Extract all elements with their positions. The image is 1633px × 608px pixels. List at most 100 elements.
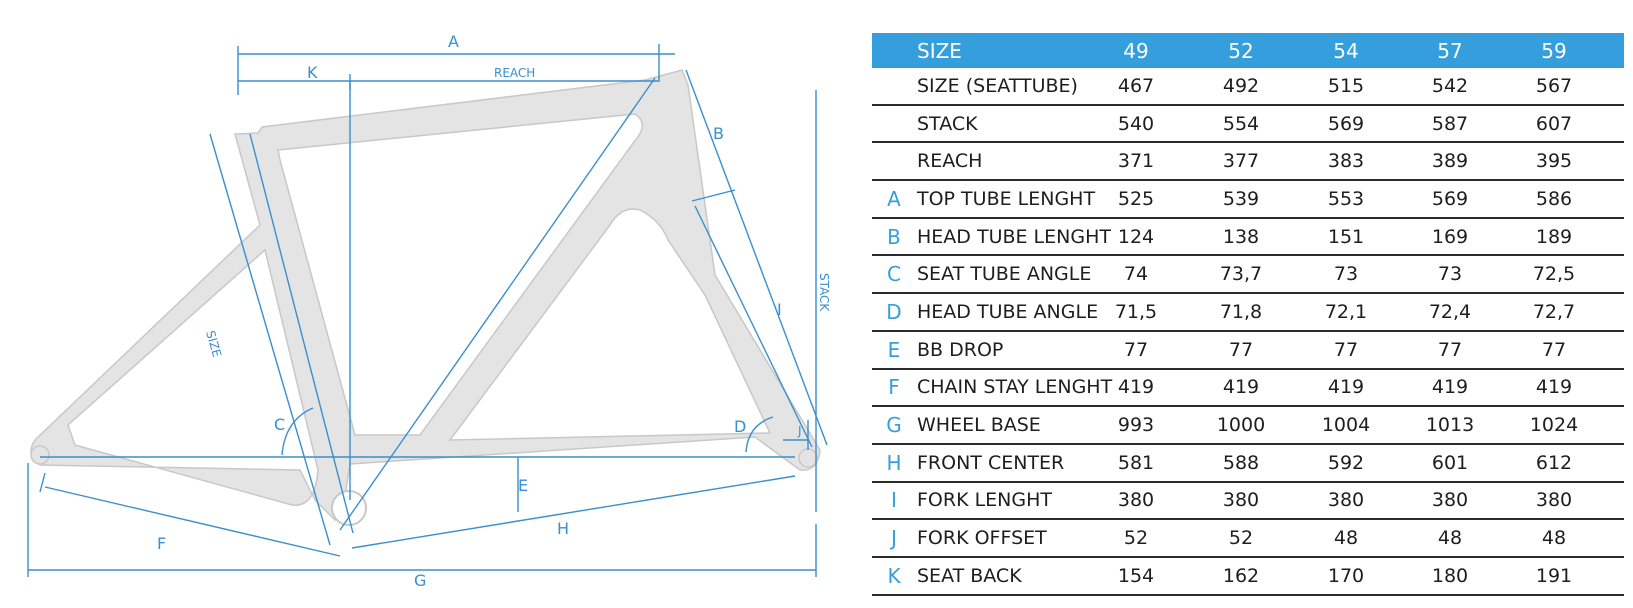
value-cell: 380	[1431, 489, 1469, 512]
value-cell: 48	[1541, 527, 1567, 550]
value-cell: 380	[1535, 489, 1573, 512]
value-cell: 467	[1117, 74, 1155, 97]
size-column-header: 49	[1123, 38, 1149, 63]
label-stack: STACK	[817, 273, 831, 312]
value-cell: 77	[1228, 338, 1254, 361]
value-cell: 77	[1541, 338, 1567, 361]
value-cell: 73	[1437, 263, 1463, 286]
value-cell: 419	[1222, 376, 1260, 399]
bike-frame-outline	[30, 69, 821, 522]
value-cell: 371	[1117, 150, 1155, 173]
value-cell: 567	[1535, 74, 1573, 97]
value-cell: 180	[1431, 564, 1469, 587]
value-cell: 554	[1222, 112, 1260, 135]
value-cell: 395	[1535, 150, 1573, 173]
value-cell: 569	[1431, 187, 1469, 210]
size-column-header: 59	[1541, 38, 1567, 63]
value-cell: 1004	[1321, 414, 1371, 437]
table-row: G WHEEL BASE 993 1000 1004 1013 1024	[872, 407, 1624, 445]
value-cell: 993	[1117, 414, 1155, 437]
value-cell: 380	[1327, 489, 1365, 512]
value-cell: 1000	[1216, 414, 1266, 437]
table-row: K SEAT BACK 154 162 170 180 191	[872, 558, 1624, 596]
row-label: CHAIN STAY LENGHT	[917, 376, 1113, 399]
value-cell: 124	[1117, 225, 1155, 248]
label-d: D	[734, 417, 746, 436]
value-cell: 48	[1437, 527, 1463, 550]
dimension-letter: K	[887, 563, 901, 588]
value-cell: 52	[1228, 527, 1254, 550]
rear-dropout	[30, 445, 50, 465]
dimension-lines	[27, 44, 828, 577]
size-column-header: 52	[1228, 38, 1254, 63]
label-k: K	[307, 63, 318, 82]
label-f: F	[157, 534, 166, 553]
value-cell: 77	[1437, 338, 1463, 361]
size-column-header: 57	[1437, 38, 1463, 63]
row-label: HEAD TUBE ANGLE	[917, 300, 1099, 323]
table-row: I FORK LENGHT 380 380 380 380 380	[872, 483, 1624, 521]
dimension-letter: J	[891, 526, 897, 551]
label-b: B	[713, 124, 724, 143]
value-cell: 587	[1431, 112, 1469, 135]
value-cell: 74	[1123, 263, 1149, 286]
row-label: SEAT BACK	[917, 564, 1022, 587]
value-cell: 380	[1117, 489, 1155, 512]
dimension-letter: D	[886, 299, 902, 324]
value-cell: 71,5	[1114, 300, 1158, 323]
value-cell: 515	[1327, 74, 1365, 97]
value-cell: 592	[1327, 451, 1365, 474]
value-cell: 72,7	[1532, 300, 1576, 323]
dimension-letter: I	[891, 488, 897, 513]
value-cell: 581	[1117, 451, 1155, 474]
dimension-letter	[872, 68, 916, 104]
label-g: G	[414, 571, 426, 590]
label-c: C	[274, 415, 285, 434]
value-cell: 492	[1222, 74, 1260, 97]
value-cell: 607	[1535, 112, 1573, 135]
dimension-letter: G	[886, 413, 902, 438]
label-h: H	[557, 519, 569, 538]
value-cell: 73,7	[1219, 263, 1263, 286]
row-label: FORK LENGHT	[917, 489, 1053, 512]
value-cell: 525	[1117, 187, 1155, 210]
size-header-label: SIZE	[917, 38, 962, 63]
dimension-letter: E	[887, 337, 901, 362]
value-cell: 72,1	[1324, 300, 1368, 323]
value-cell: 553	[1327, 187, 1365, 210]
value-cell: 72,5	[1532, 263, 1576, 286]
dimension-letter: F	[888, 375, 900, 400]
value-cell: 540	[1117, 112, 1155, 135]
value-cell: 170	[1327, 564, 1365, 587]
value-cell: 380	[1222, 489, 1260, 512]
dimension-letter: B	[887, 224, 901, 249]
value-cell: 73	[1333, 263, 1359, 286]
row-label: HEAD TUBE LENGHT	[917, 225, 1111, 248]
value-cell: 588	[1222, 451, 1260, 474]
value-cell: 154	[1117, 564, 1155, 587]
value-cell: 569	[1327, 112, 1365, 135]
dimension-letter	[872, 143, 916, 179]
value-cell: 191	[1535, 564, 1573, 587]
value-cell: 419	[1535, 376, 1573, 399]
label-e: E	[518, 476, 528, 495]
value-cell: 72,4	[1428, 300, 1472, 323]
value-cell: 383	[1327, 150, 1365, 173]
row-label: WHEEL BASE	[917, 414, 1041, 437]
label-a: A	[448, 32, 459, 51]
dimension-letter: H	[886, 450, 902, 475]
value-cell: 1024	[1529, 414, 1579, 437]
value-cell: 1013	[1425, 414, 1475, 437]
value-cell: 162	[1222, 564, 1260, 587]
value-cell: 377	[1222, 150, 1260, 173]
